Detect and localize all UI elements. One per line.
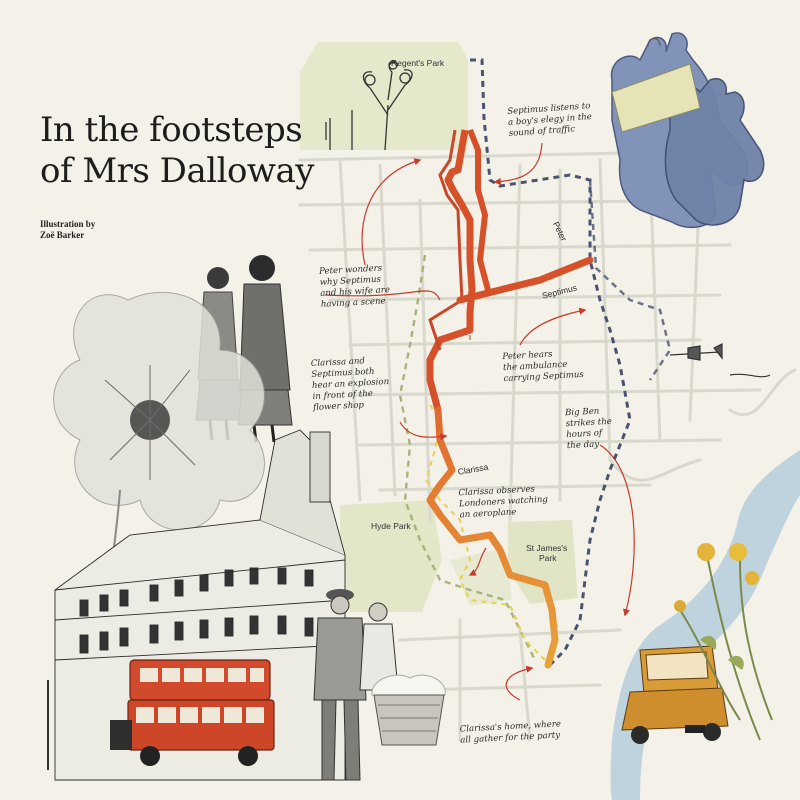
river-thames	[610, 450, 800, 800]
route-dashed-green	[398, 254, 537, 661]
annotation-ambulance: Peter hears the ambulance carrying Septi…	[502, 349, 585, 385]
route-clarissa	[426, 406, 559, 669]
annotation-big-ben: Big Ben strikes the hours of the day	[564, 406, 613, 452]
park-label-regents: Regent's Park	[391, 58, 445, 68]
men-icon	[313, 589, 399, 781]
annotation-peter-wonders: Peter wonders why Septimus and his wife …	[318, 263, 391, 310]
tree-icon	[325, 60, 413, 151]
flower-basket-icon	[371, 674, 446, 746]
route-peter	[470, 58, 632, 667]
yellow-flowers-icon	[674, 543, 773, 741]
car-icon	[621, 645, 729, 744]
aeroplane-icon	[669, 343, 771, 378]
credit-artist: Zoë Barker	[40, 230, 85, 240]
route-septimus	[426, 129, 476, 411]
green-park	[450, 548, 512, 606]
credit-line1: Illustration by	[40, 219, 96, 229]
bus-icon	[110, 659, 275, 766]
page-title: In the footsteps of Mrs Dalloway	[40, 110, 315, 191]
annotation-aeroplane: Clarissa observes Londoners watching an …	[458, 484, 549, 521]
park-label-st-james: St James's Park	[526, 543, 568, 563]
park-label-hyde: Hyde Park	[371, 521, 411, 531]
gloves-icon	[610, 32, 765, 229]
annotation-explosion: Clarissa and Septimus both hear an explo…	[310, 356, 390, 413]
annotation-septimus-elegy: Septimus listens to a boy's elegy in the…	[506, 101, 593, 139]
anemone-flower-icon	[53, 291, 265, 601]
regents-park	[300, 42, 468, 150]
annotation-arrows	[324, 142, 635, 701]
illustration-credit: Illustration by Zoë Barker	[40, 219, 150, 241]
